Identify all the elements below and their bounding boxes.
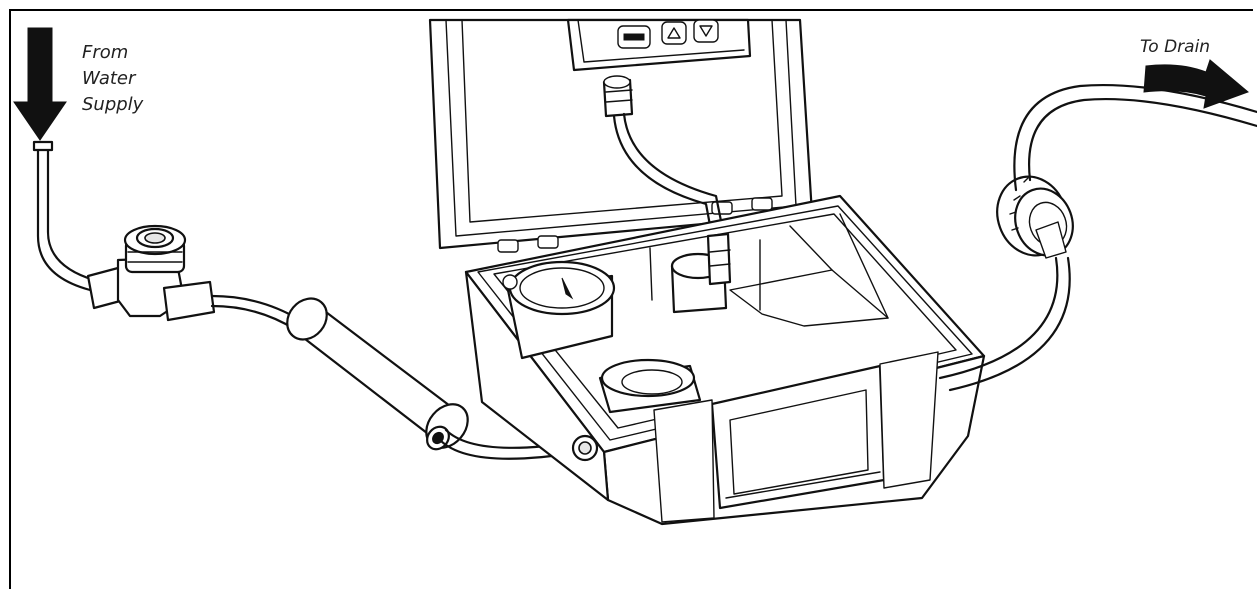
sensor-probe — [649, 232, 761, 314]
tee-fitting — [86, 224, 216, 322]
drain-tube — [1013, 83, 1257, 192]
source-label-line-3: Supply — [82, 94, 144, 115]
drain-label: To Drain — [1140, 37, 1211, 57]
diagram-frame — [9, 9, 1253, 589]
outlet-tube — [938, 256, 1071, 392]
source-label-line-1: From — [82, 42, 129, 63]
float-cup — [598, 358, 702, 414]
supply-tube — [32, 140, 96, 292]
controller-cable — [612, 112, 726, 238]
inner-chamber — [729, 213, 889, 327]
flow-gauge — [502, 260, 616, 360]
source-label-line-2: Water — [82, 68, 136, 89]
inflow-arrow — [13, 27, 67, 141]
enclosure-body — [464, 194, 986, 526]
drain-fitting — [996, 175, 1074, 259]
source-label: From Water Supply — [82, 40, 143, 118]
drain-arrow — [1143, 59, 1249, 109]
controller-unit — [566, 18, 752, 118]
